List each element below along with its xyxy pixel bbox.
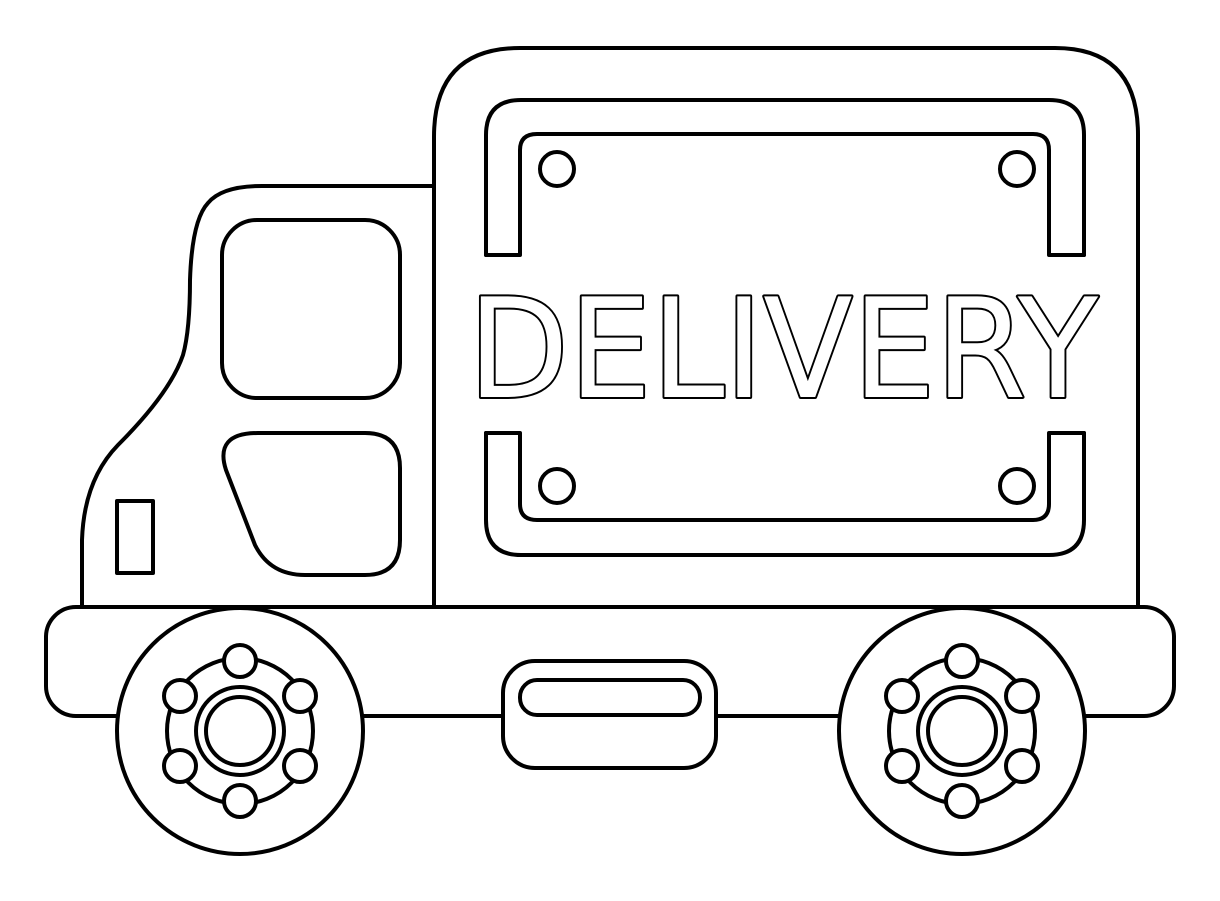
lug-nut-icon xyxy=(1004,748,1040,784)
sign-frame-top xyxy=(484,132,1086,257)
cab-lower-window xyxy=(221,431,402,577)
lug-nut-icon xyxy=(282,678,318,714)
rivet-icon xyxy=(998,150,1036,188)
rear-wheel xyxy=(837,606,1087,856)
lug-nut-icon xyxy=(162,678,198,714)
cab-upper-window xyxy=(220,218,402,400)
fuel-tank-slot xyxy=(518,678,702,717)
sign-frame-bottom xyxy=(484,431,1086,522)
lug-nut-icon xyxy=(884,748,920,784)
lug-nut-icon xyxy=(944,783,980,819)
rivet-icon xyxy=(998,467,1036,505)
hub-center-inner xyxy=(926,695,998,767)
lug-nut-icon xyxy=(282,748,318,784)
lug-nut-icon xyxy=(884,678,920,714)
truck-cab xyxy=(80,184,436,609)
lug-nut-icon xyxy=(222,643,258,679)
rivet-icon xyxy=(538,467,576,505)
rivet-icon xyxy=(538,150,576,188)
lug-nut-icon xyxy=(222,783,258,819)
front-wheel xyxy=(115,606,365,856)
hub-center-inner xyxy=(204,695,276,767)
lug-nut-icon xyxy=(162,748,198,784)
lug-nut-icon xyxy=(944,643,980,679)
lug-nut-icon xyxy=(1004,678,1040,714)
sign-text: DELIVERY xyxy=(468,269,1099,430)
door-handle-icon xyxy=(115,499,155,575)
cargo-box: DELIVERY xyxy=(432,46,1140,609)
